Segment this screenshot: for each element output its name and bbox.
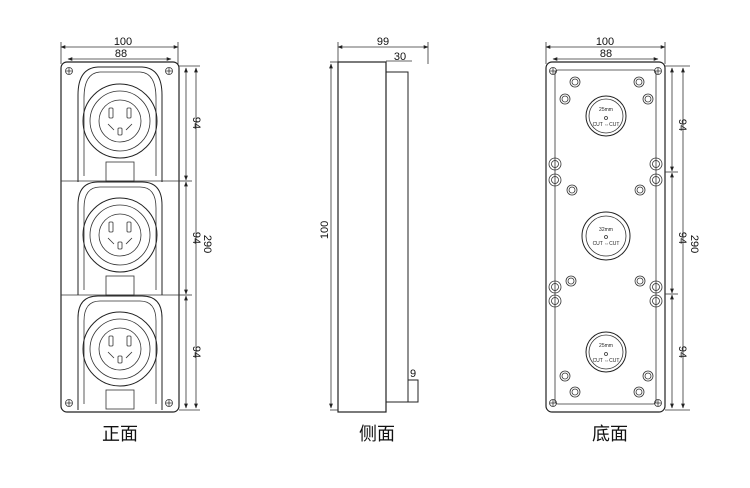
socket-icon (77, 295, 163, 410)
bottom-section-label: 94 (676, 232, 688, 244)
side-front-cover (385, 71, 409, 403)
bottom-outer-box (545, 61, 666, 413)
cable-port-icon: 25mm CUT ⇔CUT (585, 95, 627, 137)
port-size-label: 32mm (599, 227, 613, 233)
side-height-label: 100 (319, 221, 331, 239)
cable-port-icon: 32mm CUT ⇔CUT (581, 211, 631, 261)
bottom-section-label: 94 (676, 346, 688, 358)
bottom-width-100-label: 100 (596, 36, 614, 48)
side-view: 99 30 9 100 侧面 (319, 36, 429, 445)
front-width-100-label: 100 (114, 36, 132, 48)
port-text-label: CUT ⇔CUT (593, 358, 620, 364)
bottom-section-label: 94 (676, 119, 688, 131)
bottom-total-height-label: 290 (688, 235, 700, 253)
port-text-label: CUT ⇔CUT (593, 241, 620, 247)
port-size-label: 25mm (599, 343, 613, 349)
front-view-caption: 正面 (102, 424, 138, 445)
bottom-view: 100 88 (545, 36, 700, 445)
socket-icon (77, 181, 163, 296)
port-size-label: 25mm (599, 107, 613, 113)
socket-icon (77, 66, 163, 182)
front-total-height-label: 290 (201, 235, 213, 253)
side-view-caption: 侧面 (359, 424, 395, 445)
side-foot-label: 9 (410, 368, 416, 380)
front-width-88-label: 88 (115, 48, 127, 60)
front-screw-icons (65, 67, 173, 407)
front-outer-box (60, 61, 180, 413)
port-text-label: CUT ⇔CUT (593, 122, 620, 128)
bottom-screw-icons (549, 67, 662, 407)
side-foot (407, 379, 419, 403)
bottom-inner-box (554, 69, 657, 405)
mounting-hole-icons (548, 76, 663, 398)
cable-port-icon: 25mm CUT ⇔CUT (585, 331, 627, 373)
side-step-label: 30 (394, 51, 406, 63)
side-depth-label: 99 (377, 36, 389, 48)
side-body (337, 61, 387, 413)
bottom-width-88-label: 88 (600, 48, 612, 60)
bottom-view-caption: 底面 (592, 424, 628, 445)
front-view: 100 88 (60, 36, 213, 445)
